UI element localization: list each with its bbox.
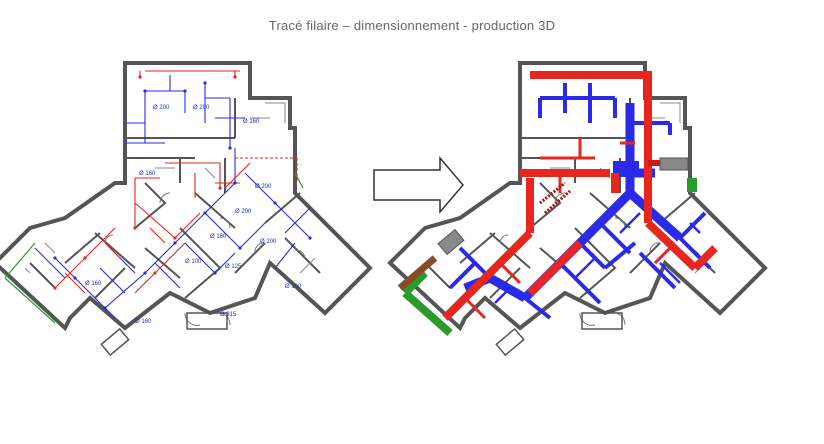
duct-label: Ø 160 [243, 119, 260, 125]
ventilation-unit [437, 157, 689, 256]
duct-label: Ø 160 [85, 281, 102, 287]
left-green-fresh-air-line [4, 172, 304, 324]
duct-label: Ø 200 [255, 184, 272, 190]
duct-label: Ø 160 [210, 234, 227, 240]
duct-label: Ø 100 [185, 259, 202, 265]
duct-dimension-labels: Ø 200 Ø 200 Ø 160 Ø 160 Ø 200 Ø 200 Ø 20… [85, 105, 302, 325]
duct-label: Ø 160 [285, 284, 302, 290]
right-green-fresh-air-duct [402, 178, 697, 336]
left-red-supply-lines [54, 70, 298, 294]
duct-label: Ø 125 [225, 264, 242, 270]
wireframe-floor-plan: Ø 200 Ø 200 Ø 160 Ø 160 Ø 200 Ø 200 Ø 20… [0, 61, 372, 358]
right-blue-extract-ducts [448, 83, 712, 320]
duct-label: Ø 315 [220, 312, 237, 318]
diagram-title: Tracé filaire – dimensionnement - produc… [268, 18, 556, 33]
duct-label: Ø 200 [193, 105, 210, 111]
3d-duct-floor-plan [388, 61, 767, 358]
duct-label: Ø 160 [139, 171, 156, 177]
duct-label: Ø 160 [135, 319, 152, 325]
left-blue-extract-lines [34, 75, 311, 319]
left-terminals-red [53, 75, 237, 290]
duct-label: Ø 200 [153, 105, 170, 111]
right-exhaust-ducts [397, 255, 438, 291]
duct-label: Ø 200 [235, 209, 252, 215]
duct-label: Ø 200 [260, 239, 277, 245]
left-terminals [53, 81, 312, 310]
right-arrow-icon [373, 155, 464, 215]
